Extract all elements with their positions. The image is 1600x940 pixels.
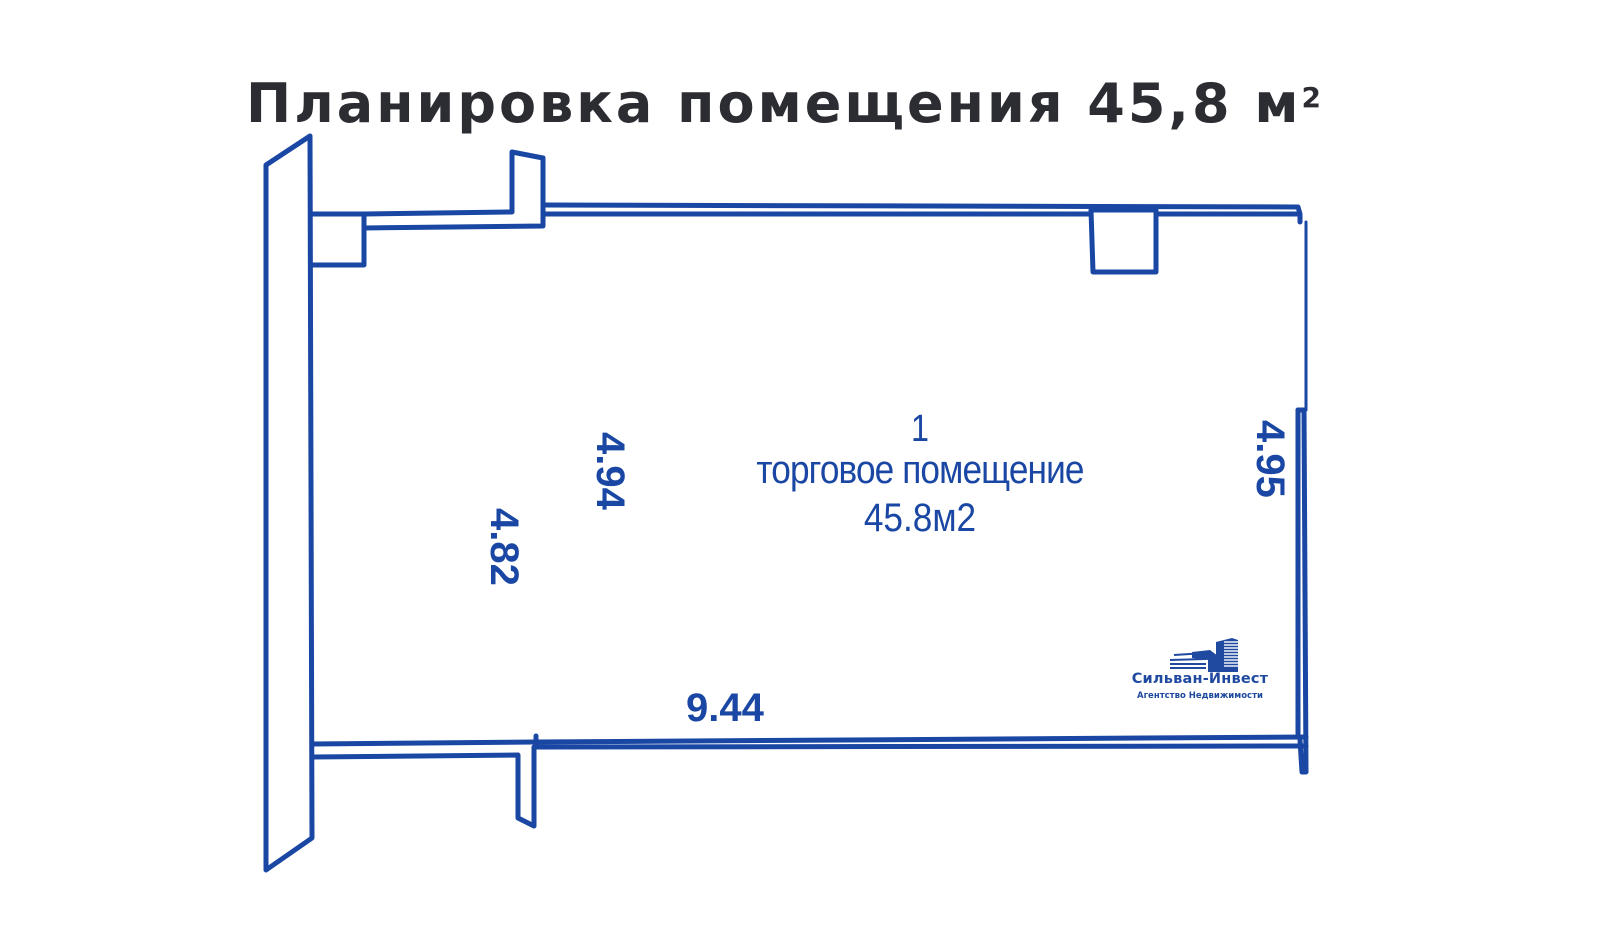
left-exterior-wall [263, 133, 315, 873]
page-title: Планировка помещения 45,8 м2 [0, 64, 1570, 144]
right-wall-lower-outer [1295, 407, 1309, 775]
logo-name: Сильван-Инвест [1131, 671, 1269, 687]
bottom-wall-inner [309, 734, 1309, 747]
room-number: 1 [911, 408, 929, 450]
room-area: 45.8м2 [863, 496, 977, 540]
bottom-left-wall [309, 744, 537, 829]
buildings-icon [1169, 638, 1238, 672]
column-top-right [1088, 207, 1159, 275]
logo-tagline: Агентство Недвижимости [1137, 691, 1263, 701]
company-logo: Сильван-Инвест Агентство Недвижимости [1124, 636, 1276, 706]
dimension-right: 4.95 [1248, 420, 1292, 498]
dimension-left: 4.82 [482, 508, 526, 586]
room-name: торговое помещение [756, 448, 1084, 492]
column-top-left [309, 211, 367, 268]
page-title-superscript: 2 [1301, 81, 1324, 115]
top-wall-outer [540, 202, 1303, 225]
dimension-left-inner: 4.94 [588, 432, 632, 510]
top-left-wall [361, 149, 546, 231]
page-title-text: Планировка помещения 45,8 м [246, 72, 1302, 136]
dimension-bottom: 9.44 [686, 686, 764, 730]
